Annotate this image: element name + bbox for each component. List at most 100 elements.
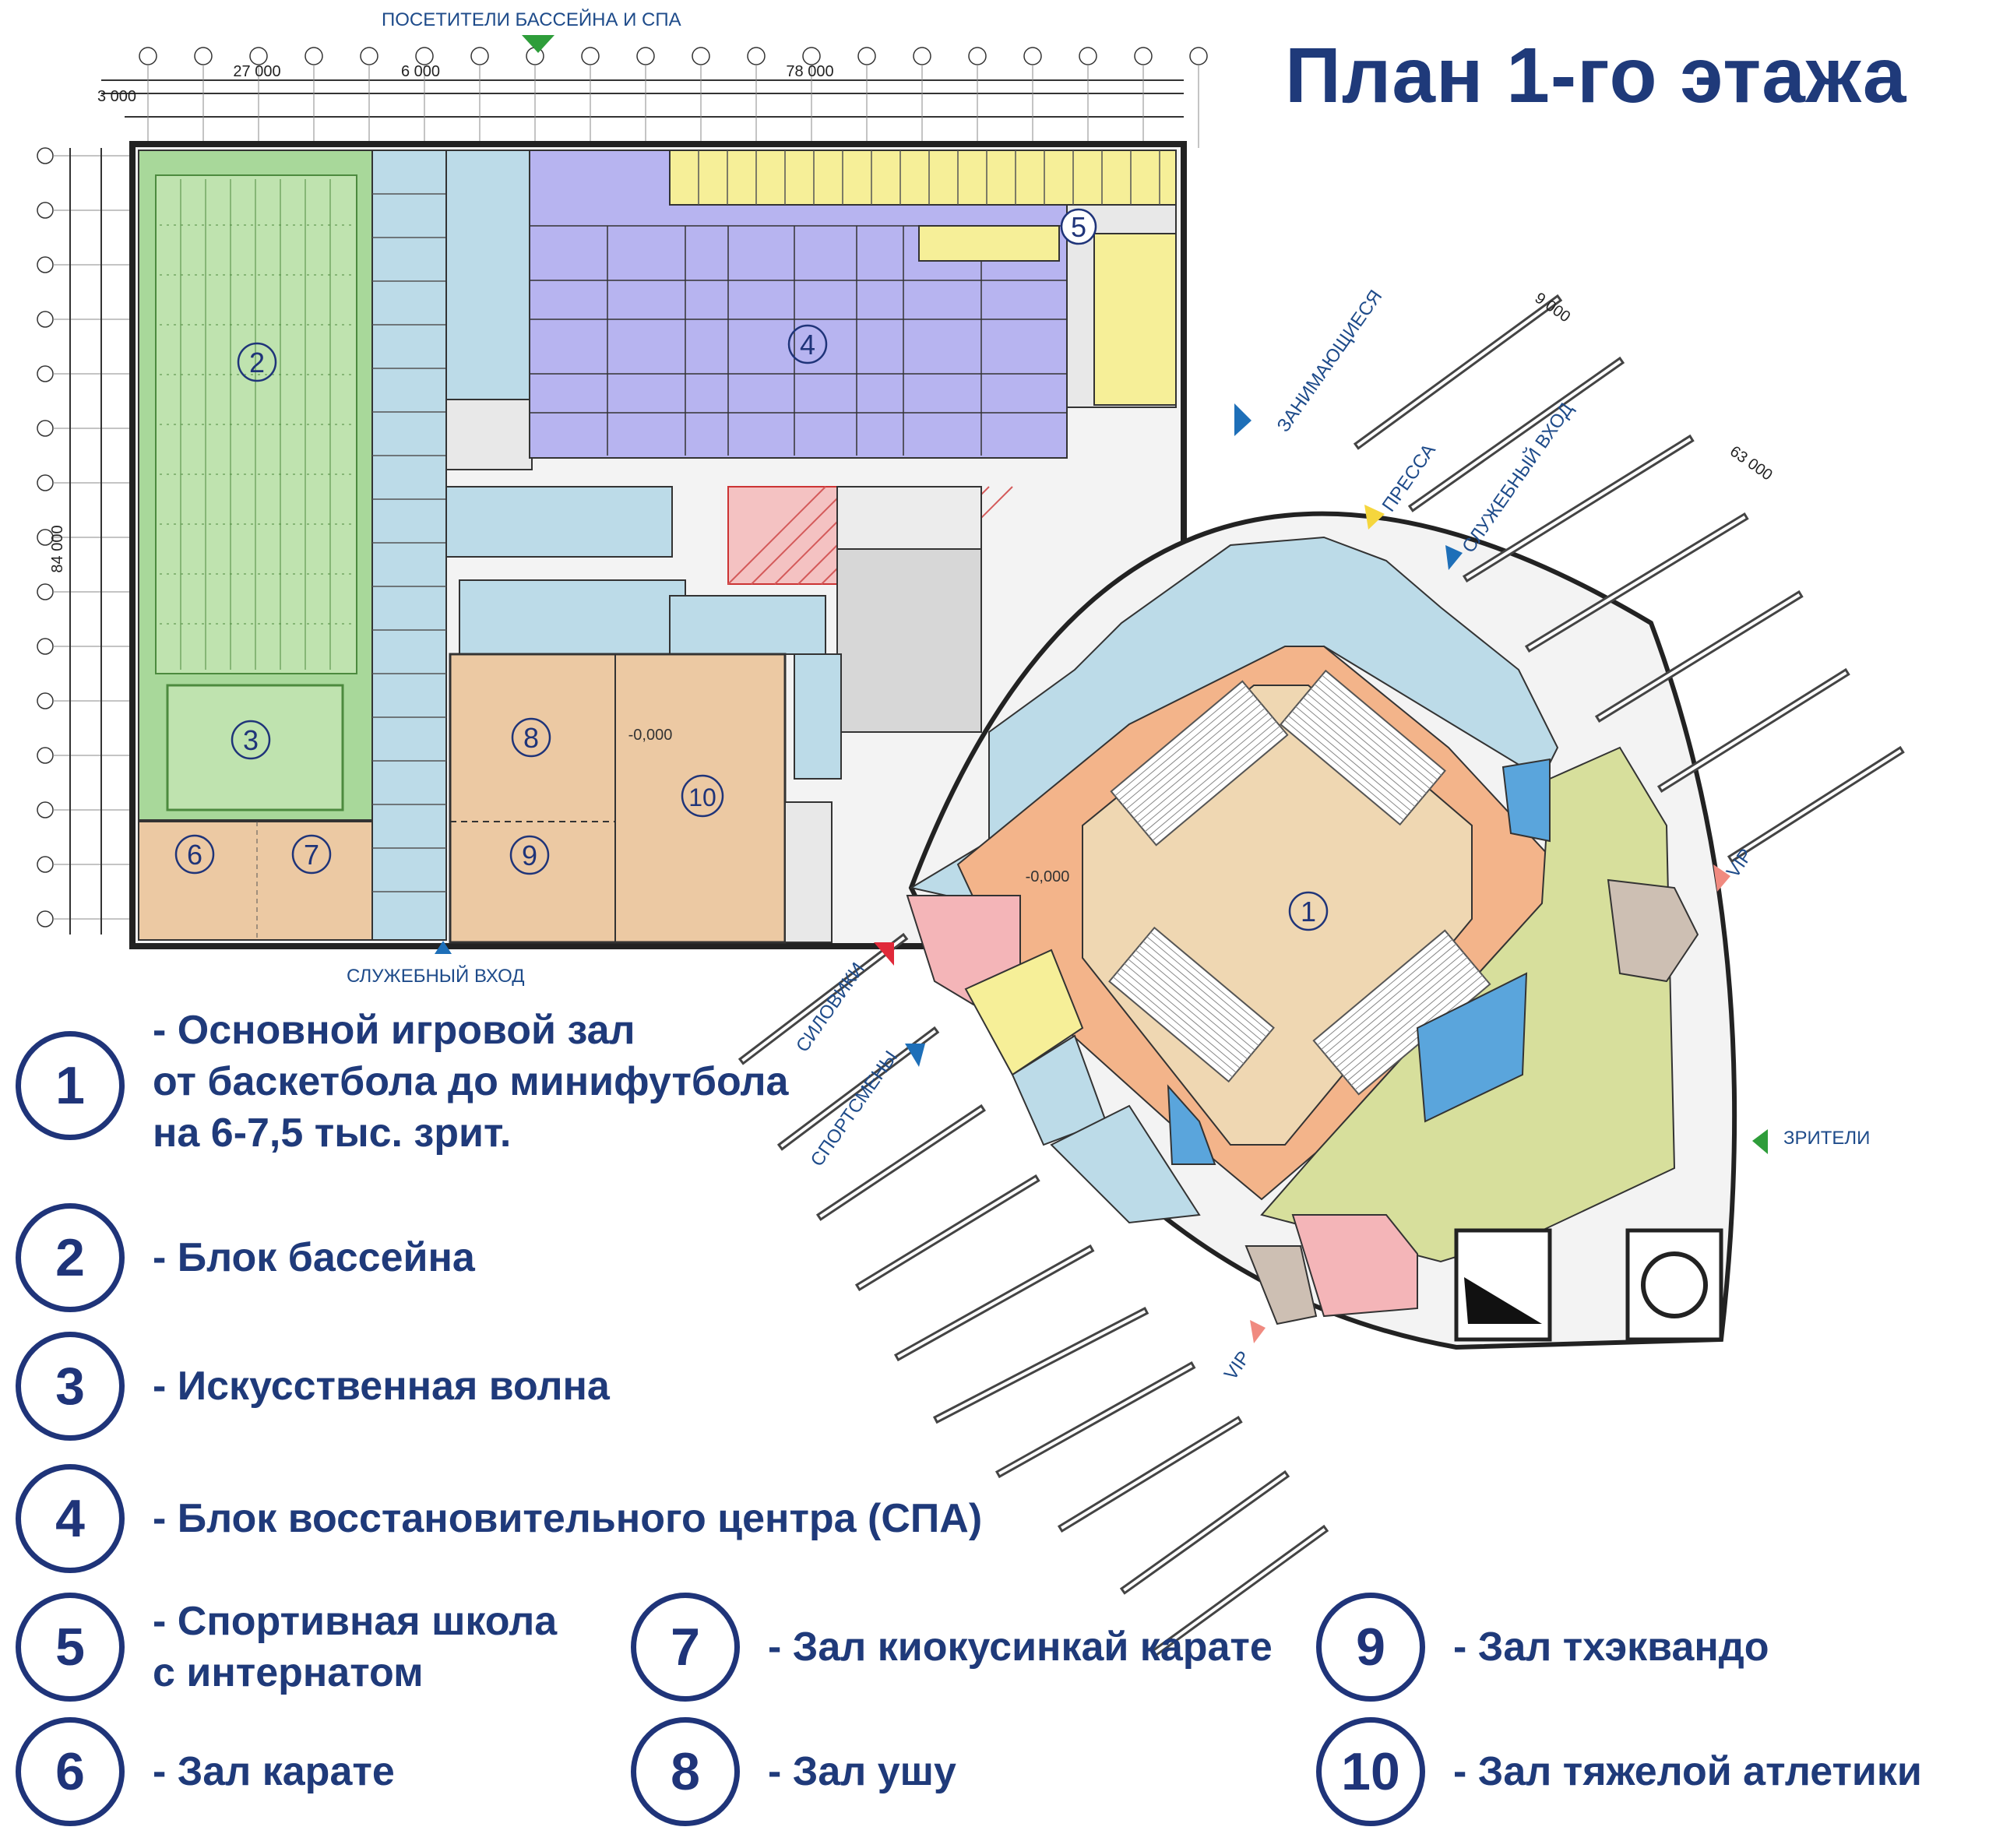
axis-bubble — [194, 47, 213, 65]
level-zero-a: -0,000 — [628, 727, 673, 744]
axis-bubble — [37, 420, 54, 437]
top-dimensions — [101, 79, 1184, 118]
plan-num-8: 8 — [523, 722, 539, 754]
axis-bubble — [37, 692, 54, 709]
entrance-service-bottom: СЛУЖЕБНЫЙ ВХОД — [347, 966, 525, 987]
legend-item-10: 10 - Зал тяжелой атлетики — [1316, 1717, 1922, 1826]
axis-bubble — [636, 47, 655, 65]
axis-bubble — [37, 256, 54, 273]
axis-bubble — [1134, 47, 1153, 65]
site-strip — [994, 1360, 1196, 1479]
axis-bubble — [37, 583, 54, 600]
axis-bubble — [37, 856, 54, 873]
axis-bubble — [470, 47, 489, 65]
legend-badge-3: 3 — [16, 1332, 125, 1441]
legend-text-6: - Зал карате — [153, 1749, 395, 1794]
martial-halls — [449, 653, 787, 944]
axis-bubble — [249, 47, 268, 65]
plan-num-4: 4 — [800, 329, 815, 361]
entrance-markers — [435, 35, 1768, 1343]
plan-num-5: 5 — [1071, 211, 1086, 243]
legend-badge-4: 4 — [16, 1464, 125, 1573]
site-strip — [1353, 294, 1563, 450]
level-zero-b: -0,000 — [1026, 868, 1070, 885]
legend-badge-7: 7 — [631, 1593, 740, 1702]
axis-bubble — [415, 47, 434, 65]
axis-bubble — [37, 474, 54, 491]
axis-bubble — [37, 202, 54, 219]
legend-item-8: 8 - Зал ушу — [631, 1717, 956, 1826]
legend-text-8: - Зал ушу — [768, 1749, 956, 1794]
legend-item-7: 7 - Зал киокусинкай карате — [631, 1593, 1273, 1702]
legend-item-1: 1 - Основной игровой зал от баскетбола д… — [16, 1008, 788, 1159]
hatch-line — [727, 486, 826, 585]
plan-numbers: 2 3 4 5 6 7 8 9 10 1 -0,000 -0,000 — [174, 208, 1329, 931]
legend-text-10: - Зал тяжелой атлетики — [1453, 1749, 1922, 1794]
legend-item-9: 9 - Зал тхэквандо — [1316, 1593, 1769, 1702]
site-strip — [815, 1104, 986, 1221]
legend-text-3: - Искусственная волна — [153, 1364, 610, 1409]
plan-num-7: 7 — [304, 839, 319, 871]
site-strip — [932, 1306, 1149, 1424]
dim-3000: 3 000 — [97, 88, 136, 105]
axis-bubble — [1189, 47, 1208, 65]
axis-bubble — [37, 747, 54, 764]
page-title: План 1-го этажа — [1285, 32, 1907, 119]
site-strip — [1462, 434, 1695, 583]
legend-badge-9: 9 — [1316, 1593, 1425, 1702]
legend-badge-1: 1 — [16, 1031, 125, 1140]
site-strip — [1119, 1470, 1290, 1595]
axis-bubble — [139, 47, 157, 65]
legend-badge-2: 2 — [16, 1203, 125, 1312]
tribune — [1108, 926, 1275, 1083]
axis-bubble — [692, 47, 710, 65]
dim-63000: 63 000 — [1727, 443, 1776, 484]
axis-bubble — [360, 47, 378, 65]
axis-bubble — [968, 47, 987, 65]
legend-item-6: 6 - Зал карате — [16, 1717, 395, 1826]
axis-bubble — [913, 47, 931, 65]
axis-bubble — [526, 47, 544, 65]
axis-bubble — [1079, 47, 1097, 65]
site-strip — [776, 1026, 940, 1151]
axis-bubble — [581, 47, 600, 65]
axis-bubble — [37, 801, 54, 818]
left-dimensions — [69, 148, 102, 935]
tribune — [1110, 680, 1289, 847]
axis-bubble — [802, 47, 821, 65]
plan-num-9: 9 — [522, 840, 537, 871]
arena-building — [906, 511, 1737, 1350]
radial-strips — [738, 294, 1905, 1657]
site-strip — [854, 1174, 1040, 1292]
legend-item-4: 4 - Блок восстановительного центра (СПА) — [16, 1464, 982, 1573]
sport-school — [669, 150, 1177, 206]
pool-basin — [155, 174, 357, 674]
dim-78000: 78 000 — [786, 63, 833, 80]
dim-9000: 9 000 — [1532, 290, 1574, 326]
legend-text-2: - Блок бассейна — [153, 1235, 475, 1280]
dim-6000: 6 000 — [401, 63, 440, 80]
axis-bubble — [305, 47, 323, 65]
legend-item-5: 5 - Спортивная школа с интернатом — [16, 1593, 557, 1702]
site-strip — [1407, 356, 1625, 512]
legend-badge-10: 10 — [1316, 1717, 1425, 1826]
hatched-zone — [727, 486, 838, 585]
site-strip — [1150, 1524, 1329, 1657]
legend-badge-6: 6 — [16, 1717, 125, 1826]
hatch-line — [751, 486, 850, 585]
plan-num-2: 2 — [249, 347, 265, 378]
wave-basin — [166, 684, 344, 811]
legend-text-4: - Блок восстановительного центра (СПА) — [153, 1496, 983, 1541]
entrance-pool-spa: ПОСЕТИТЕЛИ БАССЕЙНА И СПА — [382, 9, 681, 30]
axis-bubble — [37, 147, 54, 164]
dim-84000: 84 000 — [49, 525, 66, 572]
site-strip — [1656, 667, 1850, 794]
plan-num-1: 1 — [1301, 896, 1316, 928]
entrance-spectators: ЗРИТЕЛИ — [1783, 1128, 1871, 1149]
axis-bubble — [37, 910, 54, 928]
axis-bubble — [37, 638, 54, 655]
legend-item-3: 3 - Искусственная волна — [16, 1332, 610, 1441]
plan-num-6: 6 — [187, 839, 202, 871]
legend-text-7: - Зал киокусинкай карате — [768, 1624, 1273, 1670]
